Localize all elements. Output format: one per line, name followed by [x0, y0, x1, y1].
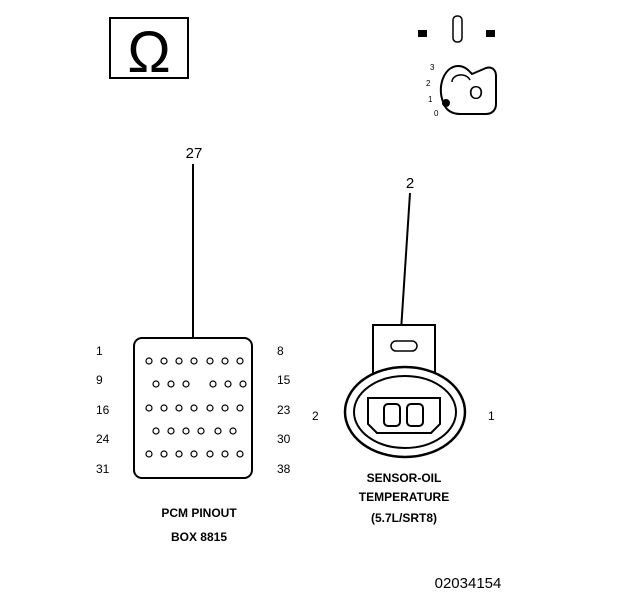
pcm-row1-start: 1 [96, 344, 103, 358]
pcm-pin [175, 404, 183, 412]
pcm-row4-start: 24 [96, 432, 110, 446]
ohm-icon: Ω [127, 20, 170, 85]
pcm-row4-end: 30 [277, 432, 291, 446]
pcm-pin [160, 450, 168, 458]
pcm-row2-start: 9 [96, 373, 103, 387]
pcm-pin [221, 404, 229, 412]
pcm-pin [239, 380, 247, 388]
pcm-pin [145, 357, 153, 365]
pcm-pin [229, 427, 237, 435]
pcm-pin [197, 427, 205, 435]
pcm-pin [221, 450, 229, 458]
pcm-pin [190, 357, 198, 365]
pcm-callout-number: 27 [186, 145, 203, 162]
pcm-pin [224, 380, 232, 388]
key-position-1: 1 [428, 95, 433, 104]
pcm-pin [145, 450, 153, 458]
pcm-row5-end: 38 [277, 462, 291, 476]
pcm-row3-start: 16 [96, 403, 110, 417]
pcm-pin [221, 357, 229, 365]
sensor-title-line3: (5.7L/SRT8) [371, 511, 437, 525]
sensor-pin-right-label: 1 [488, 409, 495, 423]
pcm-pin [182, 380, 190, 388]
pcm-pin [206, 450, 214, 458]
sensor-connector [343, 324, 467, 459]
pcm-title-line1: PCM PINOUT [161, 506, 237, 520]
ignition-key-icon: 3 2 1 0 O [418, 15, 497, 118]
pcm-pin [167, 427, 175, 435]
pcm-pin [152, 380, 160, 388]
pcm-pin [160, 357, 168, 365]
pcm-pin [160, 404, 168, 412]
pcm-pin [145, 404, 153, 412]
pcm-row2-end: 15 [277, 373, 291, 387]
figure-id: 02034154 [435, 575, 502, 592]
pcm-row3-end: 23 [277, 403, 291, 417]
pcm-pin [206, 357, 214, 365]
pcm-row5-start: 31 [96, 462, 110, 476]
pcm-pin [167, 380, 175, 388]
pcm-pin [190, 450, 198, 458]
pcm-row1-end: 8 [277, 344, 284, 358]
key-letter: O [469, 83, 483, 103]
pcm-pin-grid [145, 357, 247, 458]
key-position-0: 0 [434, 109, 439, 118]
pcm-pin [190, 404, 198, 412]
pcm-pin [209, 380, 217, 388]
sensor-pin-left-label: 2 [312, 409, 319, 423]
pcm-pin [236, 404, 244, 412]
pcm-pin [152, 427, 160, 435]
sensor-pin-1 [406, 403, 424, 427]
pcm-title-line2: BOX 8815 [171, 530, 227, 544]
pcm-pin [236, 450, 244, 458]
pcm-pin [214, 427, 222, 435]
pcm-pin [206, 404, 214, 412]
pcm-pin [175, 357, 183, 365]
key-position-2: 2 [426, 79, 431, 88]
sensor-title-line1: SENSOR-OIL [367, 471, 442, 485]
pcm-pin [182, 427, 190, 435]
sensor-pin-2 [383, 403, 401, 427]
sensor-title-line2: TEMPERATURE [359, 490, 449, 504]
pcm-pin [236, 357, 244, 365]
key-position-3: 3 [430, 63, 435, 72]
pcm-pin [175, 450, 183, 458]
ohmmeter-symbol: Ω [109, 17, 189, 85]
sensor-callout-number: 2 [406, 175, 414, 192]
